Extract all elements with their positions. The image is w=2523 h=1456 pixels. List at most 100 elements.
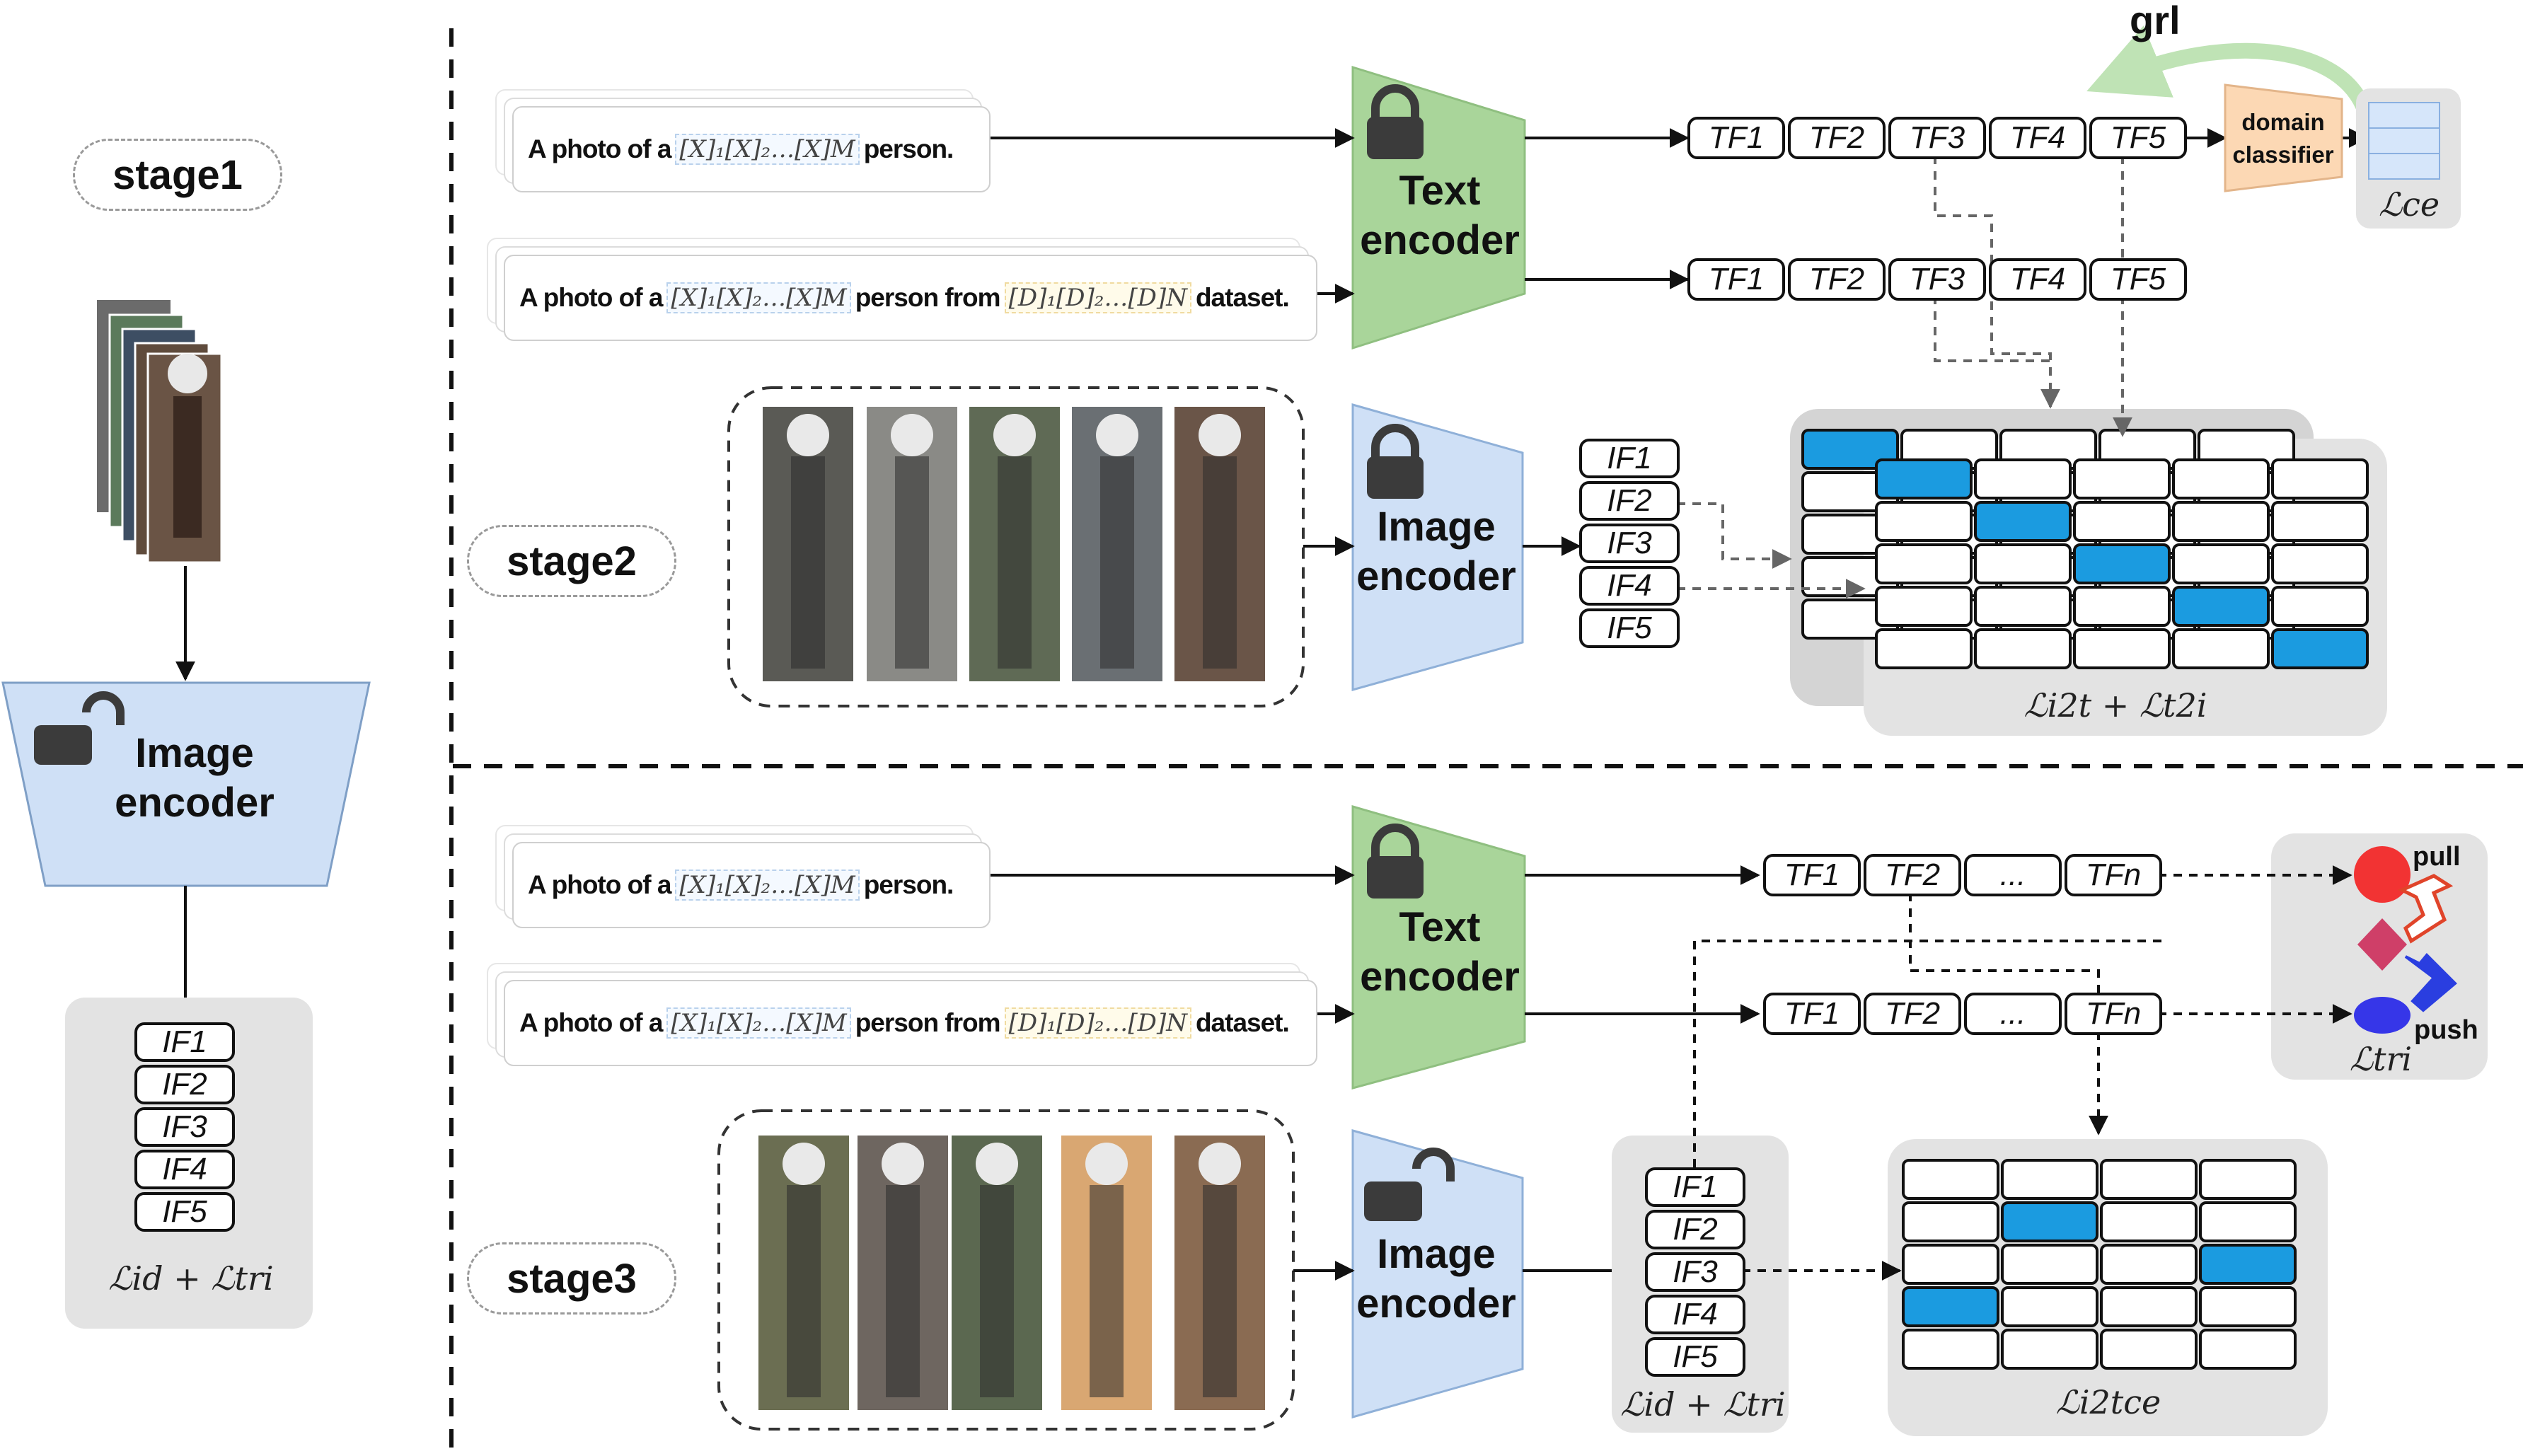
similarity-cell xyxy=(1902,1329,1999,1370)
anonymized-face xyxy=(783,1143,825,1185)
pull-anchor-circle xyxy=(2354,846,2411,903)
similarity-cell xyxy=(2073,543,2171,584)
stage3-label: stage3 xyxy=(467,1242,676,1315)
lock-closed-icon xyxy=(1367,824,1424,899)
person-silhouette xyxy=(886,1185,920,1397)
similarity-cell xyxy=(2172,501,2270,542)
similarity-cell xyxy=(2100,1159,2198,1200)
similarity-cell xyxy=(2199,1286,2297,1327)
anonymized-face xyxy=(1199,414,1241,456)
image-feature-token: IF1 xyxy=(1645,1167,1745,1207)
image-feature-token: IF4 xyxy=(1579,566,1680,606)
image-feature-token: IF3 xyxy=(1645,1252,1745,1292)
stage3-dashed-tf2-to-matrix xyxy=(1909,893,2108,1136)
anonymized-face xyxy=(1085,1143,1128,1185)
stage2-dashed-tf3b-to-matrix xyxy=(1934,296,2052,362)
similarity-cell xyxy=(1902,1286,1999,1327)
text-feature-token: ... xyxy=(1964,993,2062,1035)
similarity-cell xyxy=(2271,586,2369,627)
push-ellipse xyxy=(2354,997,2411,1034)
person-silhouette xyxy=(1203,1185,1237,1397)
similarity-cell xyxy=(2271,458,2369,499)
stage3-text-features-row2: TF1 TF2 ... TFn xyxy=(1763,993,2165,1035)
ce-loss: ℒce xyxy=(2378,185,2440,224)
person-silhouette xyxy=(895,456,929,669)
grl-arrow xyxy=(2086,25,2371,110)
similarity-cell xyxy=(1902,1201,1999,1242)
similarity-cell xyxy=(1974,458,2072,499)
i2t-t2i-loss: ℒi2t + ℒt2i xyxy=(2023,686,2207,724)
similarity-cell xyxy=(2172,628,2270,669)
similarity-cell xyxy=(1974,586,2072,627)
image-feature-token: IF1 xyxy=(134,1022,235,1062)
similarity-cell xyxy=(2100,1286,2198,1327)
text-feature-token: TF4 xyxy=(1989,258,2086,301)
person-silhouette xyxy=(1203,456,1237,669)
text-feature-token: TF1 xyxy=(1687,258,1785,301)
similarity-cell xyxy=(2001,1159,2098,1200)
similarity-cell xyxy=(2172,458,2270,499)
similarity-cell xyxy=(1801,429,1899,470)
person-silhouette xyxy=(980,1185,1014,1397)
push-arrow xyxy=(2404,953,2457,1012)
similarity-cell xyxy=(2001,1244,2098,1285)
stage3-image-features: IF1 IF2 IF3 IF4 IF5 xyxy=(1645,1167,1745,1380)
text-feature-token: TF2 xyxy=(1864,993,1961,1035)
similarity-cell xyxy=(1875,501,1973,542)
image-feature-token: IF4 xyxy=(1645,1295,1745,1334)
anonymized-face xyxy=(787,414,829,456)
similarity-cell xyxy=(1974,628,2072,669)
stage2-image-features: IF1 IF2 IF3 IF4 IF5 xyxy=(1579,439,1680,651)
stage2-text-encoder-label: Text encoder xyxy=(1360,168,1520,263)
similarity-cell xyxy=(2172,543,2270,584)
domain-classifier-shape xyxy=(2224,83,2343,192)
stage3-image-panel xyxy=(717,1109,1295,1431)
similarity-cell xyxy=(2073,458,2171,499)
person-silhouette xyxy=(791,456,825,669)
stage2-label: stage2 xyxy=(467,525,676,597)
similarity-cell xyxy=(1875,628,1973,669)
similarity-cell xyxy=(2271,628,2369,669)
stage3-dashed-if1-to-tf xyxy=(1693,940,2165,1167)
stage1-image-encoder-label: Image encoder xyxy=(115,730,275,826)
similarity-cell xyxy=(2199,1201,2297,1242)
image-feature-token: IF5 xyxy=(1645,1337,1745,1377)
person-silhouette xyxy=(998,456,1032,669)
tri-loss: ℒtri xyxy=(2349,1040,2413,1078)
image-feature-token: IF3 xyxy=(134,1107,235,1147)
image-feature-token: IF2 xyxy=(1645,1210,1745,1249)
similarity-cell xyxy=(2100,1329,2198,1370)
lock-closed-icon xyxy=(1367,84,1424,159)
text-feature-token: TF4 xyxy=(1989,117,2086,159)
similarity-cell xyxy=(2199,1244,2297,1285)
stage2-image-panel xyxy=(727,386,1305,707)
text-feature-token: TF5 xyxy=(2089,258,2187,301)
text-feature-token: TF2 xyxy=(1788,258,1886,301)
similarity-cell xyxy=(2001,1201,2098,1242)
text-feature-token: TF1 xyxy=(1687,117,1785,159)
similarity-cell xyxy=(2271,543,2369,584)
similarity-cell xyxy=(1875,458,1973,499)
image-feature-token: IF5 xyxy=(1579,608,1680,648)
push-label: push xyxy=(2414,1015,2478,1045)
similarity-cell xyxy=(2001,1329,2098,1370)
stage1-image-features: IF1 IF2 IF3 IF4 IF5 xyxy=(134,1022,235,1235)
pull-label: pull xyxy=(2413,842,2461,872)
stage1-label: stage1 xyxy=(73,139,282,211)
text-feature-token: TF3 xyxy=(1888,258,1986,301)
person-silhouette xyxy=(1090,1185,1124,1397)
similarity-cell xyxy=(2073,628,2171,669)
similarity-cell xyxy=(1875,543,1973,584)
text-feature-token: TF2 xyxy=(1788,117,1886,159)
similarity-cell xyxy=(2073,501,2171,542)
pull-arrow xyxy=(2398,874,2454,944)
person-silhouette xyxy=(787,1185,821,1397)
similarity-cell xyxy=(2271,501,2369,542)
similarity-cell xyxy=(2100,1244,2198,1285)
anonymized-face xyxy=(891,414,933,456)
text-feature-token: TF1 xyxy=(1763,854,1861,896)
anonymized-face xyxy=(976,1143,1018,1185)
